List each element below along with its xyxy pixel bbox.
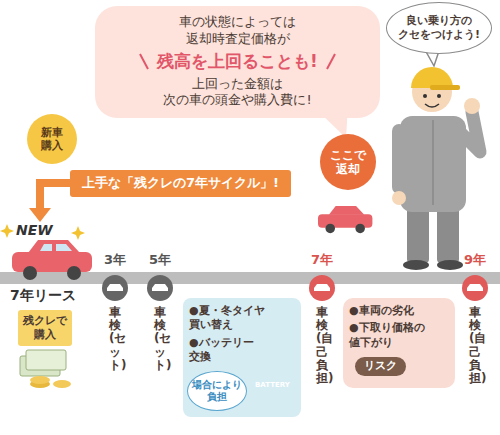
risk-badge: リスク (355, 357, 406, 376)
risk-panel: ●車両の劣化 ●下取り価格の 値下がりリスク (343, 298, 455, 388)
year-label: 9年 (457, 251, 493, 269)
year-label: 5年 (142, 251, 178, 269)
node-text: ●車両の劣化 (349, 304, 449, 318)
node-text: リスク (364, 359, 397, 374)
worker-figure (392, 67, 480, 270)
battery-label: BATTERY (255, 381, 290, 389)
inspection-label: 車検(セット) (154, 306, 166, 372)
node-text: 新車購入 (40, 126, 64, 152)
text-column: ●夏・冬タイヤ 買い替え ●バッテリー 交換 (189, 304, 273, 367)
arrowhead (29, 208, 51, 222)
node-text: ●バッテリー 交換 (189, 336, 273, 365)
cycle-band: 上手な「残クレの7年サイクル」! (70, 170, 291, 197)
return-circle: ここで返却 (320, 134, 376, 190)
text-column: ●車両の劣化 ●下取り価格の 値下がり (349, 304, 449, 353)
node-text: 残クレで購入 (23, 314, 67, 342)
money-icon (20, 350, 71, 388)
year-label: 3年 (97, 251, 133, 269)
node-text: ●夏・冬タイヤ 買い替え (189, 304, 273, 333)
cost-panel: ●夏・冬タイヤ 買い替え ●バッテリー 交換場合により 負担 (183, 298, 301, 417)
new-label: NEW (16, 222, 53, 238)
node-text: 上回った金額は 次の車の頭金や購入費に! (130, 76, 345, 110)
sparkle (71, 226, 85, 240)
note-stamp: 場合により 負担 (187, 371, 247, 411)
year-label: 7年 (304, 251, 340, 269)
node-text: 上手な「残クレの7年サイクル」! (82, 175, 279, 192)
car-icon (12, 240, 92, 280)
car-icon (318, 206, 372, 233)
speech-bubble: 車の状態によっては 返却時査定価格が残高を上回ることも!上回った金額は 次の車の… (95, 6, 380, 118)
node-text: 車の状態によっては 返却時査定価格が (130, 14, 345, 48)
sparkle (0, 224, 14, 238)
lease-label: 7年リース (10, 287, 76, 305)
node-text: 良い乗り方の クセをつけよう! (393, 14, 485, 43)
inspection-label: 車検(自己負担) (316, 306, 328, 385)
inspection-label: 車検(セット) (109, 306, 121, 372)
purchase-box: 残クレで購入 (18, 310, 72, 346)
node-text: ●下取り価格の 値下がり (349, 321, 449, 350)
node-text: 残高を上回ることも! (105, 50, 370, 74)
purchase-circle: 新車購入 (27, 114, 77, 164)
inspection-label: 車検(自己負担) (469, 306, 481, 385)
node-text: 場合により 負担 (189, 379, 245, 403)
thought-bubble: 良い乗り方の クセをつけよう! (386, 2, 492, 54)
node-text: ここで返却 (329, 148, 367, 177)
